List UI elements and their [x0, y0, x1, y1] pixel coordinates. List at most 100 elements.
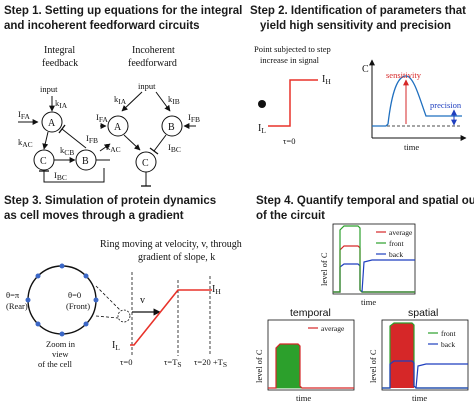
step2-IH: I	[322, 74, 325, 85]
step3-IL: I	[112, 340, 115, 351]
step3-tau20-sub: S	[223, 360, 227, 369]
step3-title-line2: as cell moves through a gradient	[4, 210, 184, 222]
svg-text:IFB: IFB	[188, 112, 200, 124]
step1-title-line1: Step 1. Setting up equations for the int…	[4, 5, 242, 17]
ff-node-B	[161, 115, 183, 137]
spatial-title: spatial	[408, 307, 438, 319]
ring-markers	[25, 263, 99, 337]
step3-title-line1: Step 3. Simulation of protein dynamics	[4, 195, 216, 207]
ring-text-line1: Ring moving at velocity, v, through	[100, 239, 242, 250]
incoherent-kAC-sub: AC	[110, 145, 120, 154]
spatial-legend-front: front	[441, 329, 456, 338]
step2-response-curve	[372, 75, 462, 127]
svg-text:IFB: IFB	[86, 133, 98, 145]
sensitivity-label: sensitivity	[386, 70, 422, 80]
step2-IL-sub: L	[261, 126, 266, 135]
step4-panel: average front back time level of C tempo…	[254, 223, 469, 403]
top-legend-back: back	[389, 250, 403, 259]
integral-kAC: k	[18, 137, 23, 147]
step3-tauTs: τ=T	[164, 357, 178, 367]
step2-point-line1: Point subjected to step	[254, 44, 331, 54]
temporal-title: temporal	[290, 307, 331, 319]
incoherent-kIB-sub: IB	[172, 97, 180, 106]
step3-tau20: τ=20 +T	[194, 357, 224, 367]
spatial-ylabel: level of C	[368, 349, 378, 383]
integral-IFA: I	[18, 109, 21, 119]
precision-label: precision	[430, 100, 462, 110]
step2-IH-sub: H	[325, 77, 331, 86]
step4-temporal-plot: temporal average time level of C	[254, 307, 355, 403]
node-A-label: A	[48, 118, 56, 129]
step3-IH-sub: H	[215, 287, 221, 296]
step2-title-line2: yield high sensitivity and precision	[260, 20, 451, 32]
integral-title-1: Integral	[44, 45, 75, 56]
step2-y-label: C	[362, 64, 369, 75]
theta-0-label: θ=0	[68, 290, 81, 300]
incoherent-kAC: k	[106, 142, 111, 152]
step2-point	[258, 100, 266, 108]
integral-feedback-diagram: Integral feedback input kIA IFA A kAC IF…	[18, 45, 111, 183]
spatial-legend-back: back	[441, 340, 455, 349]
node-B-label: B	[82, 156, 89, 167]
front-label: (Front)	[66, 301, 90, 311]
incoherent-IFA: I	[96, 112, 99, 122]
svg-text:IH: IH	[322, 74, 331, 86]
top-xlabel: time	[361, 297, 376, 307]
svg-text:τ=TS: τ=TS	[164, 357, 182, 369]
step3-IL-sub: L	[115, 343, 120, 352]
svg-text:kIB: kIB	[168, 94, 180, 106]
node-A	[41, 111, 63, 133]
integral-kAC-sub: AC	[22, 140, 32, 149]
step1-title-line2: and incoherent feedforward circuits	[4, 20, 200, 32]
integral-IBC: I	[54, 170, 57, 180]
top-legend-front: front	[389, 239, 404, 248]
incoherent-feedforward-diagram: Incoherent feedforward input kIA kIB IFA…	[96, 45, 200, 187]
integral-kCB: k	[60, 145, 65, 155]
svg-text:IH: IH	[212, 284, 221, 296]
svg-text:IFA: IFA	[96, 112, 108, 124]
incoherent-IBC: I	[168, 142, 171, 152]
integral-title-2: feedback	[42, 58, 78, 69]
step4-title-line1: Step 4. Quantify temporal and spatial ou…	[256, 195, 474, 207]
integral-IFB-sub: FB	[89, 136, 98, 145]
theta-pi-label: θ=π	[6, 290, 20, 300]
top-ylabel: level of C	[319, 252, 329, 286]
svg-text:IFA: IFA	[18, 109, 30, 121]
svg-text:kIA: kIA	[114, 94, 127, 106]
spatial-xlabel: time	[412, 393, 427, 403]
svg-text:IL: IL	[258, 123, 266, 135]
temporal-xlabel: time	[296, 393, 311, 403]
ff-node-A-label: A	[114, 122, 122, 133]
svg-text:kCB: kCB	[60, 145, 74, 157]
incoherent-kIB: k	[168, 94, 173, 104]
ff-node-B-label: B	[168, 122, 175, 133]
step4-spatial-plot: spatial front back time level of C	[368, 307, 469, 403]
integral-IFA-sub: FA	[21, 112, 31, 121]
svg-text:kAC: kAC	[106, 142, 121, 154]
velocity-label: v	[140, 295, 145, 306]
step3-panel: Ring moving at velocity, v, through grad…	[6, 239, 242, 369]
rear-label: (Rear)	[6, 301, 28, 311]
step4-top-plot: average front back time level of C	[319, 223, 416, 307]
integral-kIA: k	[55, 98, 60, 108]
incoherent-input-label: input	[138, 81, 156, 91]
incoherent-title-2: feedforward	[128, 58, 177, 69]
step2-step-signal	[268, 79, 318, 127]
incoherent-title-1: Incoherent	[132, 45, 175, 56]
svg-text:IBC: IBC	[168, 142, 181, 154]
integral-IFB: I	[86, 133, 89, 143]
svg-text:kIA: kIA	[55, 98, 68, 110]
integral-kCB-sub: CB	[64, 148, 74, 157]
svg-text:IL: IL	[112, 340, 120, 352]
step2-panel: Point subjected to step increase in sign…	[254, 44, 467, 152]
temporal-legend-average: average	[321, 324, 345, 333]
incoherent-kIA: k	[114, 94, 119, 104]
temporal-ylabel: level of C	[254, 349, 264, 383]
integral-input-label: input	[40, 84, 58, 94]
svg-text:kAC: kAC	[18, 137, 33, 149]
incoherent-IFB: I	[188, 112, 191, 122]
incoherent-kIA-sub: IA	[118, 97, 126, 106]
step4-title-line2: of the circuit	[256, 210, 325, 222]
step2-x-label: time	[404, 142, 419, 152]
